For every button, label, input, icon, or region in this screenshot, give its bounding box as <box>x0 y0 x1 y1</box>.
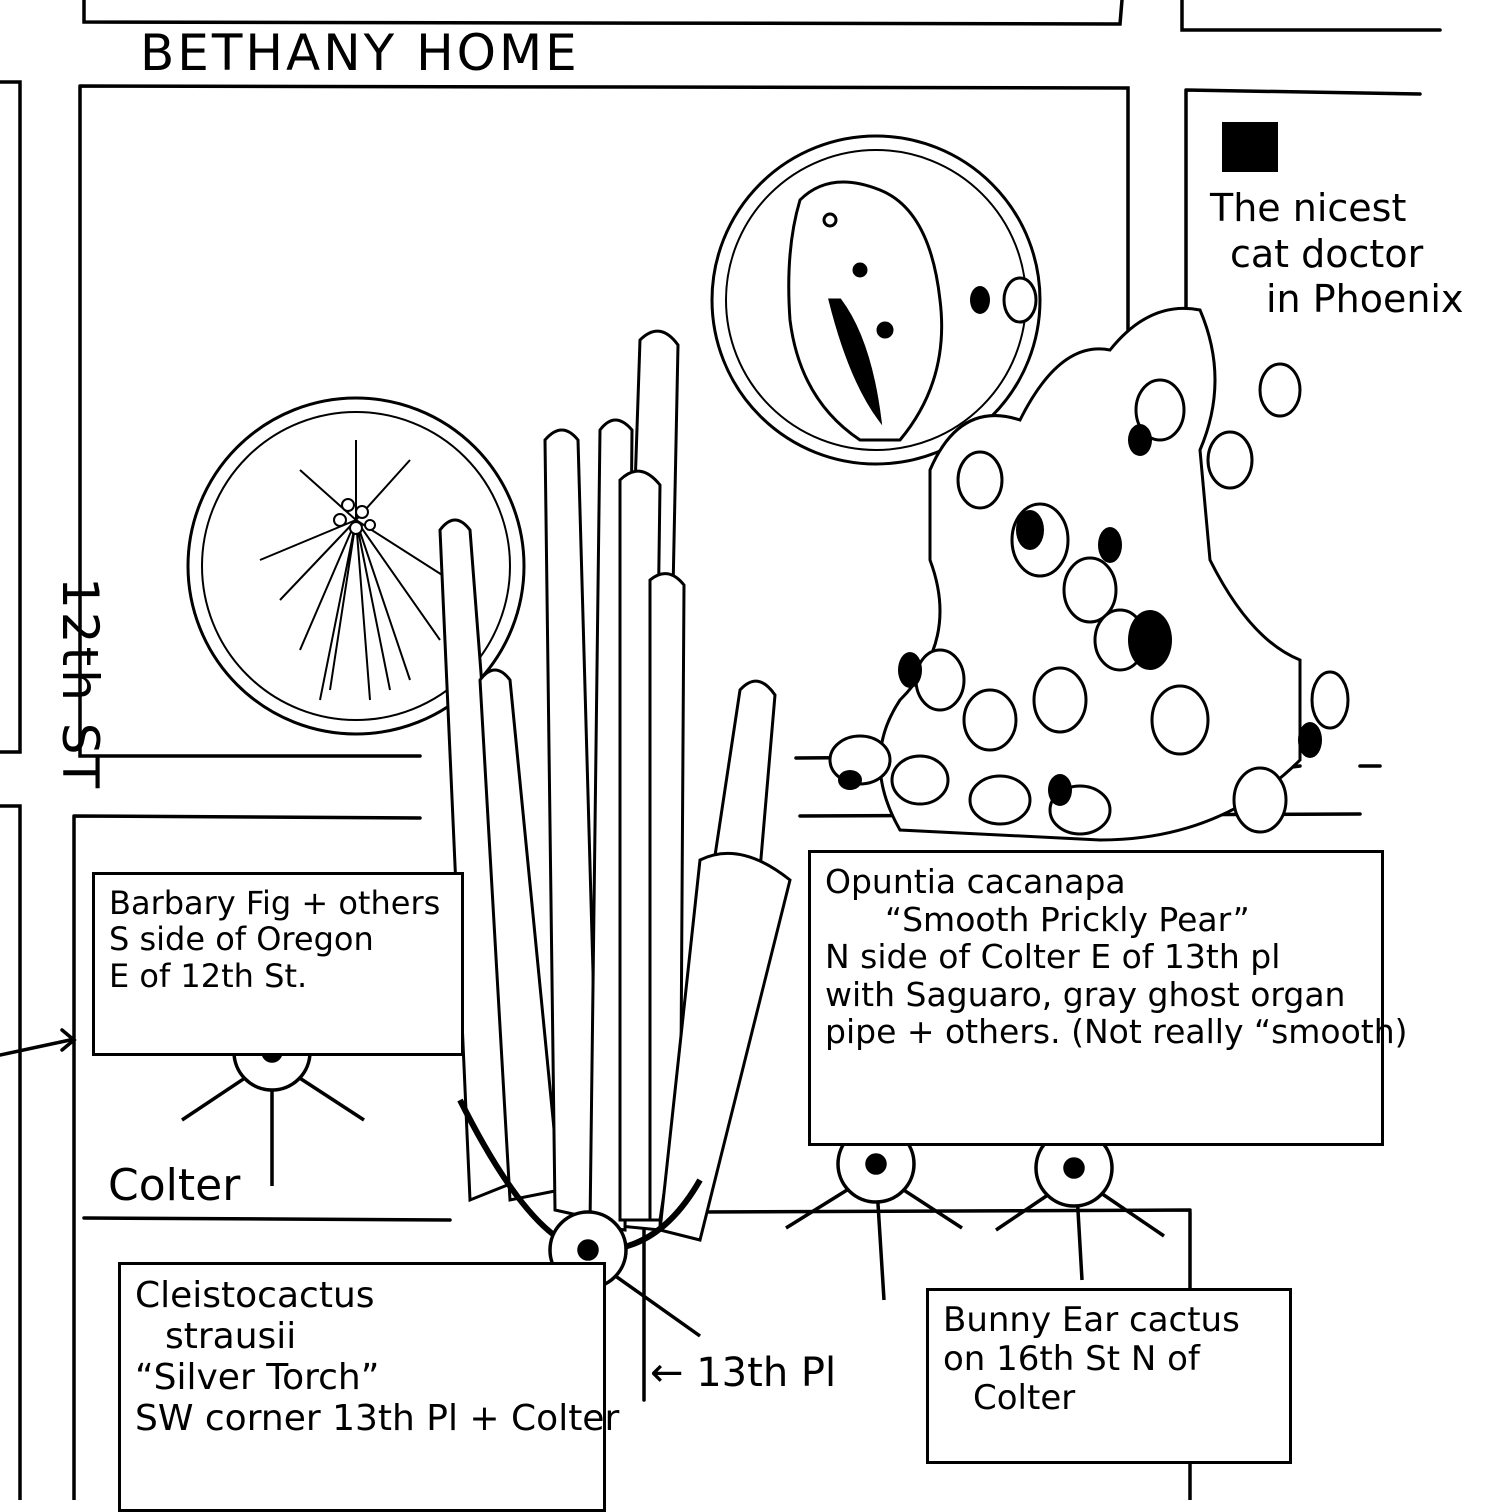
cholla-circle <box>710 134 1042 466</box>
silver-torch-cactus <box>438 329 792 1254</box>
note-line: E of 12th St. <box>109 956 308 995</box>
street-label-colter: Colter <box>108 1160 241 1211</box>
note-line: Cleistocactus <box>135 1275 375 1316</box>
note-line: N side of Colter E of 13th pl <box>825 937 1281 977</box>
note-barbary-fig: Barbary Fig + others S side of Oregon E … <box>92 872 464 1056</box>
landmark-label: The nicest cat doctor in Phoenix <box>1210 186 1463 323</box>
note-line: with Saguaro, gray ghost organ <box>825 974 1346 1014</box>
block-top-right <box>1180 0 1442 32</box>
note-line: “Smooth Prickly Pear” <box>885 899 1250 939</box>
note-line: Barbary Fig + others <box>109 884 441 922</box>
note-line: pipe + others. (Not really “smooth) <box>825 1012 1408 1052</box>
note-opuntia: Opuntia cacanapa “Smooth Prickly Pear” N… <box>808 850 1408 1146</box>
note-line: on 16th St N of <box>943 1338 1200 1379</box>
side-arrow-head <box>60 1028 77 1052</box>
note-line: “Silver Torch” <box>135 1357 380 1399</box>
note-line: Colter <box>973 1377 1076 1418</box>
landmark-line: cat doctor <box>1230 231 1424 276</box>
block-left-upper <box>0 80 22 754</box>
note-bunny-ear: Bunny Ear cactus on 16th St N of Colter <box>926 1288 1292 1464</box>
street-label-13th-pl: ← 13th Pl <box>650 1350 837 1396</box>
note-cleistocactus: Cleistocactus strausii “Silver Torch” SW… <box>118 1262 620 1512</box>
landmark-line: in Phoenix <box>1266 277 1464 322</box>
block-left-lower <box>0 804 22 1500</box>
prickly-pear-cactus <box>828 276 1350 842</box>
side-arrow <box>0 1038 72 1057</box>
note-line: strausii <box>165 1316 297 1358</box>
note-line: Opuntia cacanapa <box>825 862 1126 901</box>
landmark-line: The nicest <box>1210 186 1407 230</box>
saguaro-top-circle <box>186 396 526 736</box>
street-label-12th-st: 12th ST <box>51 577 109 792</box>
note-line: SW corner 13th Pl + Colter <box>135 1398 620 1440</box>
pin-bunny <box>995 1128 1165 1281</box>
street-label-bethany-home: BETHANY HOME <box>140 24 580 82</box>
block-top-left <box>82 0 1124 26</box>
vet-marker <box>1222 122 1278 172</box>
note-line: Bunny Ear cactus <box>943 1300 1240 1340</box>
note-line: S side of Oregon <box>109 920 374 959</box>
